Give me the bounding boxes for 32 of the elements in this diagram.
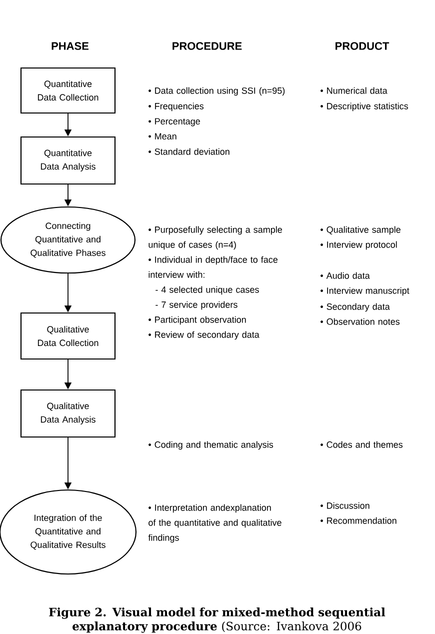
bullet-item: • Interpretation andexplanation of the quantitative and qualitative findings — [148, 504, 282, 543]
bullet-item: • Descriptive statistics — [320, 102, 408, 112]
sub-item: - 7 service providers — [156, 301, 238, 310]
bullet-item: • Data collection using SSI (n=95) — [148, 87, 285, 96]
bullet-item: • Frequencies — [148, 102, 204, 112]
sub-item: - 4 selected unique cases — [156, 286, 259, 295]
bullet-item: • Coding and thematic analysis — [148, 441, 274, 450]
bullet-item: • Qualitative sample — [320, 226, 400, 235]
bullet-item: • Discussion — [320, 502, 370, 509]
figure-caption: Figure 2. Visual model for mixed-method sequential explanatory procedure (Source: Ivankova 2006 — [49, 608, 386, 633]
bullet-item: • Secondary data — [320, 303, 390, 312]
phase-box: Quantitative Data Analysis — [20, 136, 116, 185]
bullet-item: • Interview protocol — [320, 241, 397, 250]
bullet-item: • Review of secondary data — [148, 331, 260, 340]
column-header: PROCEDURE — [172, 42, 242, 50]
bullet-item: • Purposefully selecting a sample unique of cases (n=4) — [148, 226, 282, 250]
phase-box: Qualitative Data Analysis — [20, 389, 116, 438]
bullet-item: • Numerical data — [320, 87, 388, 94]
bullet-item: • Participant observation — [148, 316, 246, 325]
bullet-item: • Codes and themes — [320, 441, 403, 448]
bullet-item: • Percentage — [148, 118, 200, 126]
bullet-item: • Mean — [148, 133, 176, 140]
bullet-item: • Observation notes — [320, 318, 400, 325]
bullet-item: • Recommendation — [320, 517, 396, 524]
phase-box: Quantitative Data Collection — [20, 67, 116, 114]
bullet-item: • Interview manuscript — [320, 287, 410, 296]
column-header: PRODUCT — [336, 42, 390, 50]
column-header: PHASE — [52, 42, 88, 50]
bullet-item: • Audio data — [320, 272, 370, 279]
bullet-item: • Individual in depth/face to face interview with: — [148, 256, 278, 278]
phase-box: Qualitative Data Collection — [20, 312, 116, 360]
bullet-item: • Standard deviation — [148, 148, 230, 155]
